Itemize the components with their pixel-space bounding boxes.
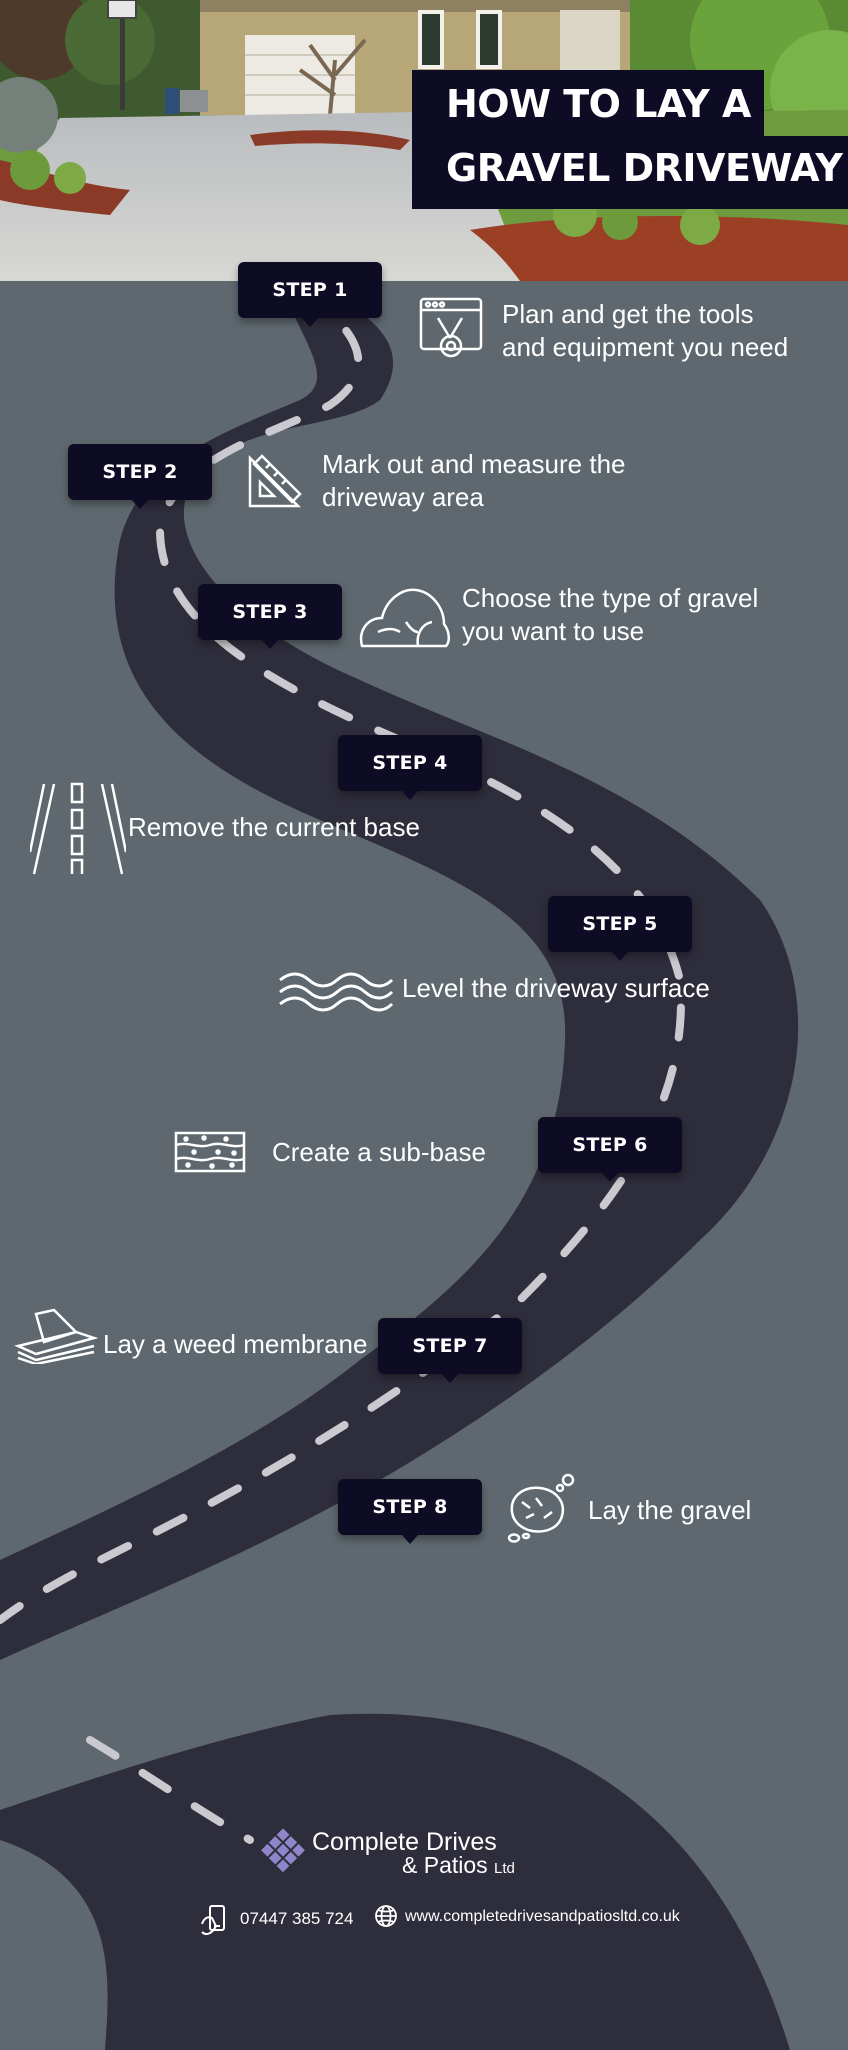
step-7-text: Lay a weed membrane: [103, 1328, 367, 1361]
step-4-text: Remove the current base: [128, 811, 420, 844]
step-2-badge: STEP 2: [68, 444, 212, 509]
title-box-top: [412, 70, 764, 140]
step-2-text: Mark out and measure the driveway area: [322, 448, 626, 514]
globe-icon: [374, 1904, 398, 1928]
road-lanes-icon: [30, 782, 126, 876]
step-3-badge: STEP 3: [198, 584, 342, 649]
step-5-label: STEP 5: [582, 913, 658, 935]
step-6-text: Create a sub-base: [272, 1136, 486, 1169]
phone-number[interactable]: 07447 385 724: [240, 1909, 354, 1928]
step-6-badge: STEP 6: [538, 1117, 682, 1182]
step-6-text-line-1: Create a sub-base: [272, 1137, 486, 1167]
step-3-text-line-1: Choose the type of gravel: [462, 583, 759, 613]
step-5-text: Level the driveway surface: [402, 972, 710, 1005]
phone-hand-icon: [200, 1904, 230, 1938]
step-6-label: STEP 6: [572, 1134, 648, 1156]
title-line-2: GRAVEL DRIVEWAY: [446, 146, 843, 190]
step-3-text-line-2: you want to use: [462, 616, 645, 646]
step-2-text-line-2: driveway area: [322, 482, 484, 512]
step-4-label: STEP 4: [372, 752, 448, 774]
step-4-text-line-1: Remove the current base: [128, 812, 420, 842]
step-7-badge: STEP 7: [378, 1318, 522, 1383]
step-8-badge: STEP 8: [338, 1479, 482, 1544]
step-7-text-line-1: Lay a weed membrane: [103, 1329, 368, 1359]
step-8-text-line-1: Lay the gravel: [588, 1495, 752, 1525]
step-5-text-line-1: Level the driveway surface: [402, 973, 710, 1003]
step-3-label: STEP 3: [232, 601, 308, 623]
set-square-ruler-icon: [246, 452, 304, 510]
step-3-text: Choose the type of gravel you want to us…: [462, 582, 758, 648]
company-name-line-1: Complete Drives: [312, 1828, 497, 1856]
title-box-bottom: [412, 136, 848, 209]
step-1-text-line-1: Plan and get the tools: [502, 299, 754, 329]
step-2-label: STEP 2: [102, 461, 178, 483]
gravel-stones-icon: [506, 1472, 580, 1544]
website-link[interactable]: www.completedrivesandpatiosltd.co.uk: [405, 1908, 680, 1925]
step-8-label: STEP 8: [372, 1496, 448, 1518]
waves-icon: [278, 972, 394, 1012]
step-2-text-line-1: Mark out and measure the: [322, 449, 626, 479]
step-1-text: Plan and get the tools and equipment you…: [502, 298, 788, 364]
step-7-label: STEP 7: [412, 1335, 488, 1357]
title-line-1: HOW TO LAY A: [446, 82, 751, 126]
step-8-text: Lay the gravel: [588, 1494, 751, 1527]
company-logo-icon: [258, 1826, 308, 1876]
membrane-sheets-icon: [14, 1308, 98, 1364]
layered-ground-icon: [174, 1131, 246, 1173]
rock-pile-icon: [358, 582, 454, 650]
step-1-badge: STEP 1: [238, 262, 382, 327]
step-5-badge: STEP 5: [548, 896, 692, 961]
step-1-text-line-2: and equipment you need: [502, 332, 789, 362]
company-name-suffix: Ltd: [494, 1860, 515, 1877]
step-4-badge: STEP 4: [338, 735, 482, 800]
company-name-patios: & Patios: [402, 1852, 488, 1878]
step-1-label: STEP 1: [272, 279, 348, 301]
company-name-line-2: & Patios Ltd: [402, 1852, 515, 1879]
tools-browser-icon: [418, 296, 484, 362]
